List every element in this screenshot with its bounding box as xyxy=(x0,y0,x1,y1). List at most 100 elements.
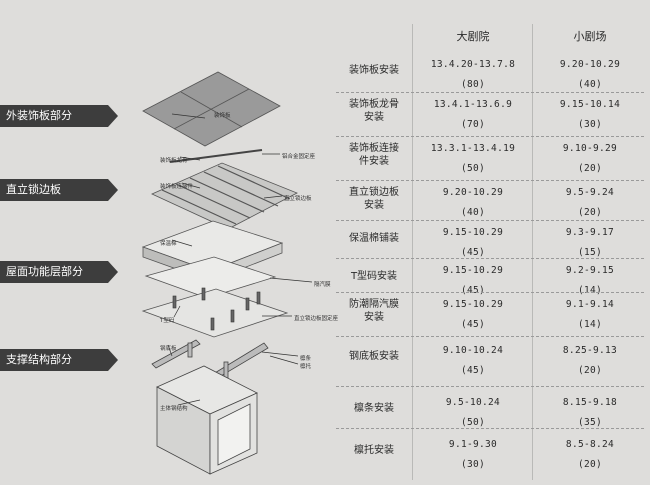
date-range: 8.15-9.18 xyxy=(562,397,618,408)
grand-theatre-cell: 13.3.1-13.4.19 (50) xyxy=(414,142,532,176)
grand-theatre-cell: 13.4.1-13.6.9(70) xyxy=(414,98,532,132)
duration-days: (40) xyxy=(460,207,486,218)
box-girder-opening xyxy=(217,403,251,466)
decorative-panel-layer xyxy=(142,71,281,147)
process-name-line: 钢底板安装 xyxy=(349,351,399,362)
grand-theatre-cell: 13.4.20-13.7.8 (80) xyxy=(414,58,532,92)
small-theatre-cell: 9.10-9.29 (20) xyxy=(536,142,644,176)
row-separator xyxy=(336,292,644,293)
table-divider xyxy=(412,24,413,480)
process-name-line: 安装 xyxy=(364,200,384,211)
duration-days: (45) xyxy=(460,285,486,296)
date-range: 9.3-9.17 xyxy=(565,227,615,238)
component-callout: 装饰板 xyxy=(214,113,231,119)
process-name-line: 直立锁边板 xyxy=(349,187,399,198)
duration-days: (15) xyxy=(577,247,603,258)
duration-days: (20) xyxy=(577,163,603,174)
purlin-support xyxy=(223,361,229,379)
small-theatre-cell: 9.1-9.14 (14) xyxy=(536,298,644,332)
date-range: 9.15-10.29 xyxy=(442,227,504,238)
component-callout: T型码 xyxy=(160,318,175,324)
panel-grid-line xyxy=(180,91,243,128)
date-range: 9.10-9.29 xyxy=(562,143,618,154)
date-range: 9.10-10.24 xyxy=(442,345,504,356)
grand-theatre-cell: 9.10-10.24 (45) xyxy=(414,344,532,378)
date-range: 9.2-9.15 xyxy=(565,265,615,276)
row-separator xyxy=(336,220,644,221)
label-standing-seam: 直立锁边板 xyxy=(0,179,118,201)
component-callout: 铝合金固定座 xyxy=(282,154,316,160)
process-name: 装饰板连接件安装 xyxy=(336,142,412,168)
duration-days: (50) xyxy=(460,163,486,174)
process-name-line: T型码安装 xyxy=(350,271,398,282)
process-name-line: 保温棉铺装 xyxy=(349,233,399,244)
duration-days: (40) xyxy=(577,79,603,90)
process-name-line: 装饰板龙骨 xyxy=(349,99,399,110)
date-range: 13.4.1-13.6.9 xyxy=(433,99,513,110)
date-range: 9.1-9.14 xyxy=(565,299,615,310)
insulation-layer xyxy=(141,220,284,299)
duration-days: (35) xyxy=(577,417,603,428)
row-separator xyxy=(336,136,644,137)
process-name-line: 防潮隔汽膜 xyxy=(349,299,399,310)
grand-theatre-cell: 9.15-10.29 (45) xyxy=(414,226,532,260)
duration-days: (45) xyxy=(460,365,486,376)
leader-line xyxy=(261,351,299,357)
duration-days: (80) xyxy=(460,79,486,90)
duration-days: (45) xyxy=(460,247,486,258)
row-separator xyxy=(336,92,644,93)
leader-line xyxy=(269,277,313,283)
leader-line xyxy=(269,355,299,365)
process-name-line: 装饰板连接 xyxy=(349,143,399,154)
exploded-roof-drawing xyxy=(141,71,313,475)
row-separator xyxy=(336,258,644,259)
leader-line xyxy=(171,113,206,119)
process-name: T型码安装 xyxy=(336,270,412,283)
small-theatre-cell: 9.2-9.15(14) xyxy=(536,264,644,298)
component-callout: 檩条 xyxy=(300,356,312,362)
small-theatre-cell: 9.15-10.14(30) xyxy=(536,98,644,132)
date-range: 9.20-10.29 xyxy=(559,59,621,70)
grand-theatre-cell: 9.5-10.24(50) xyxy=(414,396,532,430)
table-divider xyxy=(532,24,533,480)
component-callout: 直立锁边板固定座 xyxy=(294,316,339,322)
small-theatre-cell: 9.3-9.17 (15) xyxy=(536,226,644,260)
component-callout: 保温棉 xyxy=(160,241,177,247)
date-range: 13.4.20-13.7.8 xyxy=(430,59,516,70)
row-separator xyxy=(336,386,644,387)
small-theatre-cell: 8.5-8.24(20) xyxy=(536,438,644,472)
main-structure-layer xyxy=(156,365,258,475)
process-name: 防潮隔汽膜安装 xyxy=(336,298,412,324)
small-theatre-cell: 9.20-10.29 (40) xyxy=(536,58,644,92)
date-range: 13.3.1-13.4.19 xyxy=(430,143,516,154)
steel-deck-sheet xyxy=(141,288,289,338)
duration-days: (14) xyxy=(577,319,603,330)
row-separator xyxy=(336,336,644,337)
header-grand-theatre: 大剧院 xyxy=(456,30,490,43)
keel-rail xyxy=(169,149,263,163)
duration-days: (30) xyxy=(460,459,486,470)
grand-theatre-cell: 9.15-10.29(45) xyxy=(414,298,532,332)
date-range: 9.15-10.14 xyxy=(559,99,621,110)
component-callout: 装饰板龙骨 xyxy=(160,158,188,164)
process-name: 装饰板安装 xyxy=(336,64,412,77)
process-name-line: 件安装 xyxy=(359,156,389,167)
process-name: 保温棉铺装 xyxy=(336,232,412,245)
seam-line xyxy=(203,171,279,207)
process-name-line: 安装 xyxy=(364,112,384,123)
leader-line xyxy=(171,239,193,247)
duration-days: (20) xyxy=(577,459,603,470)
standing-seam-sheet xyxy=(151,162,298,230)
date-range: 9.15-10.29 xyxy=(442,265,504,276)
small-theatre-cell: 8.15-9.18 (35) xyxy=(536,396,644,430)
process-name: 檩托安装 xyxy=(336,444,412,457)
component-callout: 钢底板 xyxy=(160,346,177,352)
panel-grid-line xyxy=(173,88,250,130)
process-name: 钢底板安装 xyxy=(336,350,412,363)
process-name-line: 檩托安装 xyxy=(354,445,394,456)
process-name-line: 安装 xyxy=(364,312,384,323)
duration-days: (20) xyxy=(577,207,603,218)
process-name: 檩条安装 xyxy=(336,402,412,415)
process-name-line: 装饰板安装 xyxy=(349,65,399,76)
